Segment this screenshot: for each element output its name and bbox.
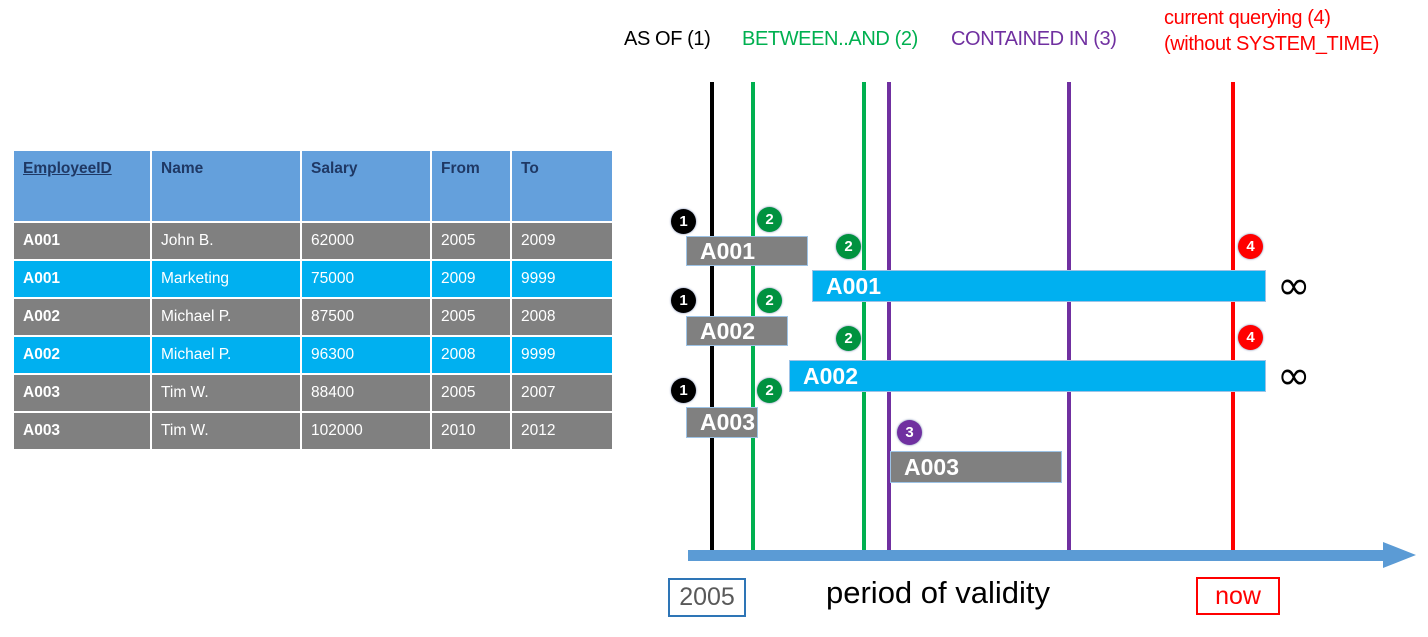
badge-between-a001: 2	[757, 207, 782, 232]
axis-now-label: now	[1196, 577, 1280, 615]
timeline-bar-a002-historic: A002	[686, 316, 788, 346]
cell-name: Tim W.	[152, 413, 300, 449]
cell-name: Marketing	[152, 261, 300, 297]
table-header-row: EmployeeID Name Salary From To	[14, 151, 612, 221]
cell-to: 2008	[512, 299, 612, 335]
infinity-icon-a002: ∞	[1277, 353, 1311, 399]
axis-start-label: 2005	[668, 578, 746, 617]
cell-from: 2008	[432, 337, 510, 373]
table-row: A002 Michael P. 87500 2005 2008	[14, 299, 612, 335]
legend-current-line2: (without SYSTEM_TIME)	[1164, 32, 1379, 55]
cell-employeeid: A002	[14, 299, 150, 335]
badge-between-a003: 2	[757, 378, 782, 403]
timeline-axis-arrow-icon	[1383, 542, 1416, 568]
badge-as-of-a002: 1	[671, 288, 696, 313]
legend-contained-in: CONTAINED IN (3)	[951, 28, 1117, 50]
cell-salary: 87500	[302, 299, 430, 335]
timeline-bar-a002-current: A002	[789, 360, 1266, 392]
cell-from: 2005	[432, 299, 510, 335]
cell-to: 2007	[512, 375, 612, 411]
table-row: A001 Marketing 75000 2009 9999	[14, 261, 612, 297]
cell-from: 2005	[432, 223, 510, 259]
cell-employeeid: A001	[14, 261, 150, 297]
cell-to: 9999	[512, 261, 612, 297]
cell-name: Tim W.	[152, 375, 300, 411]
cell-employeeid: A003	[14, 375, 150, 411]
badge-between-a001-current: 2	[836, 234, 861, 259]
employee-table: EmployeeID Name Salary From To A001 John…	[12, 149, 614, 451]
column-header-from: From	[432, 151, 510, 221]
timeline-axis	[688, 550, 1388, 561]
badge-current-a002: 4	[1238, 325, 1263, 350]
timeline-bar-a001-historic: A001	[686, 236, 808, 266]
column-header-salary: Salary	[302, 151, 430, 221]
badge-contained-a003: 3	[897, 420, 922, 445]
vline-now	[1231, 82, 1235, 557]
cell-from: 2009	[432, 261, 510, 297]
cell-to: 2012	[512, 413, 612, 449]
cell-name: John B.	[152, 223, 300, 259]
vline-contained-start	[887, 82, 891, 557]
table-row: A003 Tim W. 102000 2010 2012	[14, 413, 612, 449]
cell-employeeid: A002	[14, 337, 150, 373]
badge-between-a002: 2	[757, 288, 782, 313]
badge-between-a002-current: 2	[836, 326, 861, 351]
table-row: A002 Michael P. 96300 2008 9999	[14, 337, 612, 373]
badge-as-of-a001: 1	[671, 209, 696, 234]
infinity-icon-a001: ∞	[1277, 263, 1311, 309]
legend-current-querying: current querying (4) (without SYSTEM_TIM…	[1164, 6, 1379, 57]
column-header-name: Name	[152, 151, 300, 221]
cell-to: 2009	[512, 223, 612, 259]
cell-salary: 96300	[302, 337, 430, 373]
badge-current-a001: 4	[1238, 234, 1263, 259]
badge-as-of-a003: 1	[671, 378, 696, 403]
legend-as-of: AS OF (1)	[624, 28, 711, 50]
cell-employeeid: A003	[14, 413, 150, 449]
vline-contained-end	[1067, 82, 1071, 557]
table-row: A003 Tim W. 88400 2005 2007	[14, 375, 612, 411]
cell-to: 9999	[512, 337, 612, 373]
cell-name: Michael P.	[152, 337, 300, 373]
cell-employeeid: A001	[14, 223, 150, 259]
cell-salary: 102000	[302, 413, 430, 449]
column-header-employeeid: EmployeeID	[14, 151, 150, 221]
cell-salary: 62000	[302, 223, 430, 259]
column-header-employeeid-label: EmployeeID	[23, 160, 112, 177]
table-row: A001 John B. 62000 2005 2009	[14, 223, 612, 259]
legend-between-and: BETWEEN..AND (2)	[742, 28, 918, 50]
column-header-to: To	[512, 151, 612, 221]
cell-salary: 75000	[302, 261, 430, 297]
cell-from: 2010	[432, 413, 510, 449]
vline-between-end	[862, 82, 866, 557]
legend-current-line1: current querying (4)	[1164, 7, 1331, 29]
cell-from: 2005	[432, 375, 510, 411]
timeline-bar-a001-current: A001	[812, 270, 1266, 302]
cell-name: Michael P.	[152, 299, 300, 335]
timeline-bar-a003-first: A003	[686, 407, 758, 438]
cell-salary: 88400	[302, 375, 430, 411]
timeline-bar-a003-second: A003	[890, 451, 1062, 483]
axis-caption: period of validity	[826, 575, 1051, 610]
